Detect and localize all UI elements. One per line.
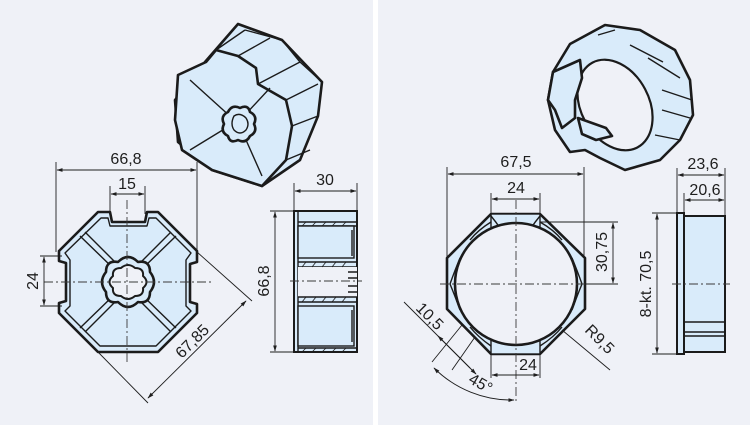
left-front-view (44, 200, 212, 362)
right-isometric-view (546, 23, 695, 172)
dim-right-width: 67,5 (500, 154, 531, 171)
left-side-dimensions: 30 66,8 (256, 172, 358, 353)
dim-right-half-height: 30,75 (594, 232, 611, 272)
dim-right-top-notch: 24 (507, 180, 525, 197)
right-side-dimensions: 23,6 20,6 8-kt. 70,5 (638, 156, 726, 355)
right-front-view (440, 200, 596, 402)
dim-right-depth-overall: 23,6 (687, 156, 718, 173)
dim-left-side-slot: 24 (25, 272, 42, 290)
dim-left-width: 66,8 (110, 151, 141, 168)
dim-right-radius: R9,5 (581, 322, 617, 358)
left-side-view (290, 210, 362, 353)
dim-left-slot: 15 (118, 176, 136, 193)
dim-right-bottom-notch: 24 (519, 357, 537, 374)
dim-left-height: 66,8 (256, 265, 273, 296)
dim-right-depth-body: 20,6 (689, 182, 720, 199)
dim-right-notch-depth: 10,5 (412, 300, 446, 334)
right-side-view (672, 212, 730, 355)
dim-right-octagon: 8-kt. 70,5 (638, 251, 655, 318)
dim-left-depth: 30 (316, 172, 334, 189)
left-isometric-view (173, 22, 324, 188)
